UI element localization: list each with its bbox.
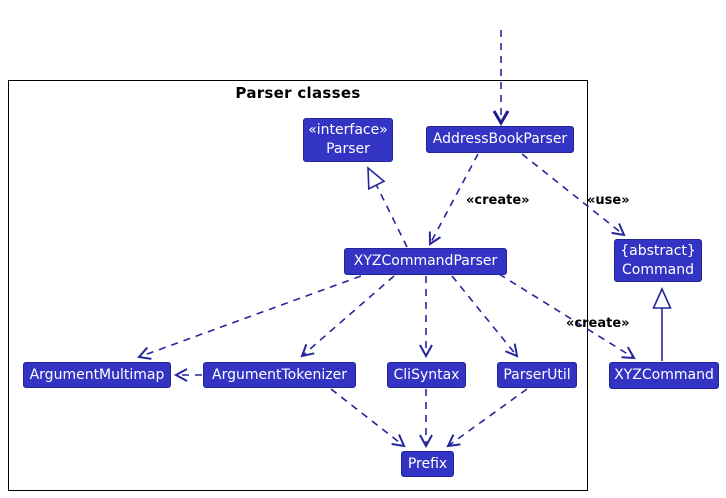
class-clisyntax: CliSyntax <box>387 362 466 388</box>
class-parserutil: ParserUtil <box>497 362 577 388</box>
edge-label-create-left: «create» <box>466 193 530 208</box>
frame-title: Parser classes <box>235 84 361 102</box>
edge-parserutil-to-prefix <box>446 388 528 448</box>
class-name: ArgumentTokenizer <box>212 366 347 383</box>
class-xyzcommandparser: XYZCommandParser <box>344 248 507 275</box>
edge-label-create-right: «create» <box>566 316 630 331</box>
class-xyzcommand: XYZCommand <box>609 362 719 389</box>
class-addressbookparser: AddressBookParser <box>426 126 574 153</box>
class-name: AddressBookParser <box>432 131 568 148</box>
class-command-abstract: {abstract} Command <box>614 239 702 282</box>
stereotype-label: «interface» <box>308 122 388 139</box>
frame-parser-classes: Parser classes <box>8 80 588 491</box>
edge-xyzcommandparser-to-parserutil <box>451 275 519 358</box>
class-name: ParserUtil <box>503 366 571 383</box>
class-prefix: Prefix <box>401 451 454 477</box>
class-name: Prefix <box>407 455 448 472</box>
edge-addressbookparser-use-command <box>521 153 626 237</box>
edge-argumenttokenizer-to-prefix <box>330 388 406 448</box>
edge-label-use: «use» <box>587 193 630 208</box>
edge-xyzcommandparser-create-xyzcommand <box>498 273 636 360</box>
class-parser-interface: «interface» Parser <box>303 118 393 162</box>
class-name: Command <box>622 261 694 278</box>
class-name: ArgumentMultimap <box>29 366 165 383</box>
class-name: XYZCommandParser <box>353 253 498 270</box>
edge-xyzcommandparser-to-argumenttokenizer <box>300 275 395 358</box>
edge-xyzcommandparser-realizes-parser <box>367 166 408 248</box>
class-name: Parser <box>326 141 370 157</box>
class-name: XYZCommand <box>614 367 714 384</box>
stereotype-label: {abstract} <box>620 242 696 259</box>
edge-xyzcommandparser-to-argumentmultimap <box>137 275 362 360</box>
edge-addressbookparser-create-xyzcommandparser <box>428 153 479 246</box>
class-name: CliSyntax <box>393 366 460 383</box>
class-argumentmultimap: ArgumentMultimap <box>23 362 171 388</box>
class-argumenttokenizer: ArgumentTokenizer <box>203 362 356 388</box>
